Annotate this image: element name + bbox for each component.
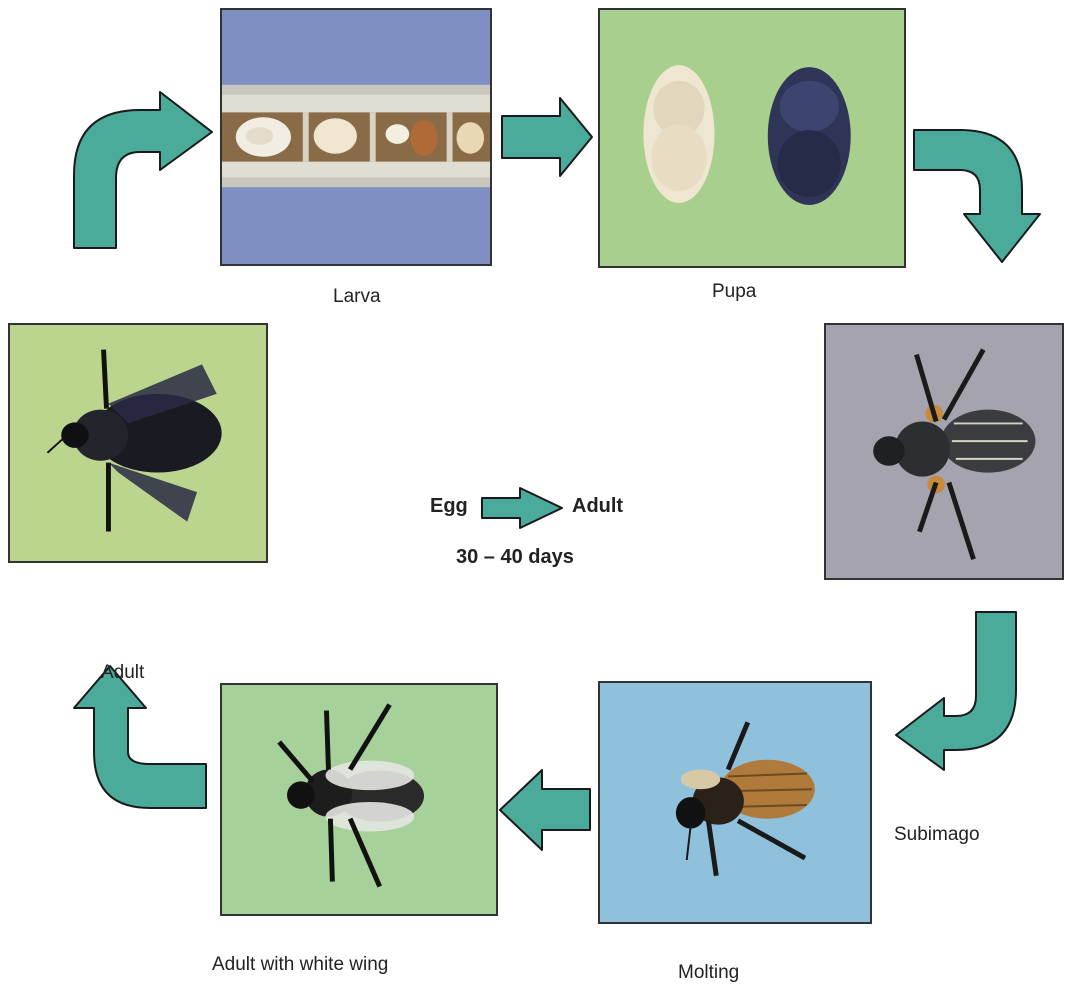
arrow-larva-to-pupa xyxy=(502,98,592,176)
adult-label: Adult xyxy=(101,662,144,684)
arrow-whitewing-to-adult xyxy=(74,666,206,808)
larva-label: Larva xyxy=(333,286,381,308)
subimago-label: Subimago xyxy=(894,824,980,846)
molting-label: Molting xyxy=(678,962,739,984)
arrow-subimago-to-molting xyxy=(896,612,1016,770)
arrow-egg-to-adult xyxy=(482,488,562,528)
adult-white-wing-label: Adult with white wing xyxy=(212,954,388,976)
adult-white-wing-photo xyxy=(220,683,498,916)
arrow-molting-to-whitewing xyxy=(500,770,590,850)
larva-photo xyxy=(220,8,492,266)
center-adult-label: Adult xyxy=(572,495,623,518)
center-egg-label: Egg xyxy=(430,495,468,518)
center-duration: 30 – 40 days xyxy=(456,546,574,569)
adult-photo xyxy=(8,323,268,563)
pupa-label: Pupa xyxy=(712,281,756,303)
arrow-to-larva xyxy=(74,92,212,248)
arrow-pupa-to-subimago xyxy=(914,130,1040,262)
pupa-photo xyxy=(598,8,906,268)
subimago-photo xyxy=(824,323,1064,580)
molting-photo xyxy=(598,681,872,924)
